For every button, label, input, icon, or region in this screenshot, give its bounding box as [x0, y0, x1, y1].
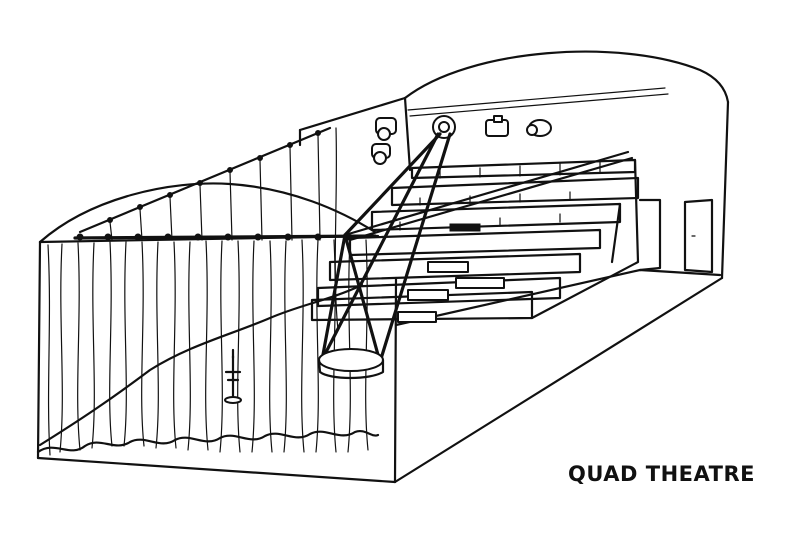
- tiered-seating: [310, 158, 640, 323]
- spotlight-icon: [485, 115, 509, 137]
- building-shell: [36, 50, 730, 484]
- spotlight-icon: [375, 117, 397, 141]
- candle-stand-icon: [224, 348, 242, 404]
- diagram-caption: QUAD THEATRE: [568, 462, 755, 486]
- spotlight-icon: [371, 143, 391, 165]
- stage-curtain: [36, 126, 380, 456]
- rear-doors: [638, 198, 714, 274]
- lighting-rig: [317, 115, 634, 380]
- spotlight-icon: [526, 119, 552, 137]
